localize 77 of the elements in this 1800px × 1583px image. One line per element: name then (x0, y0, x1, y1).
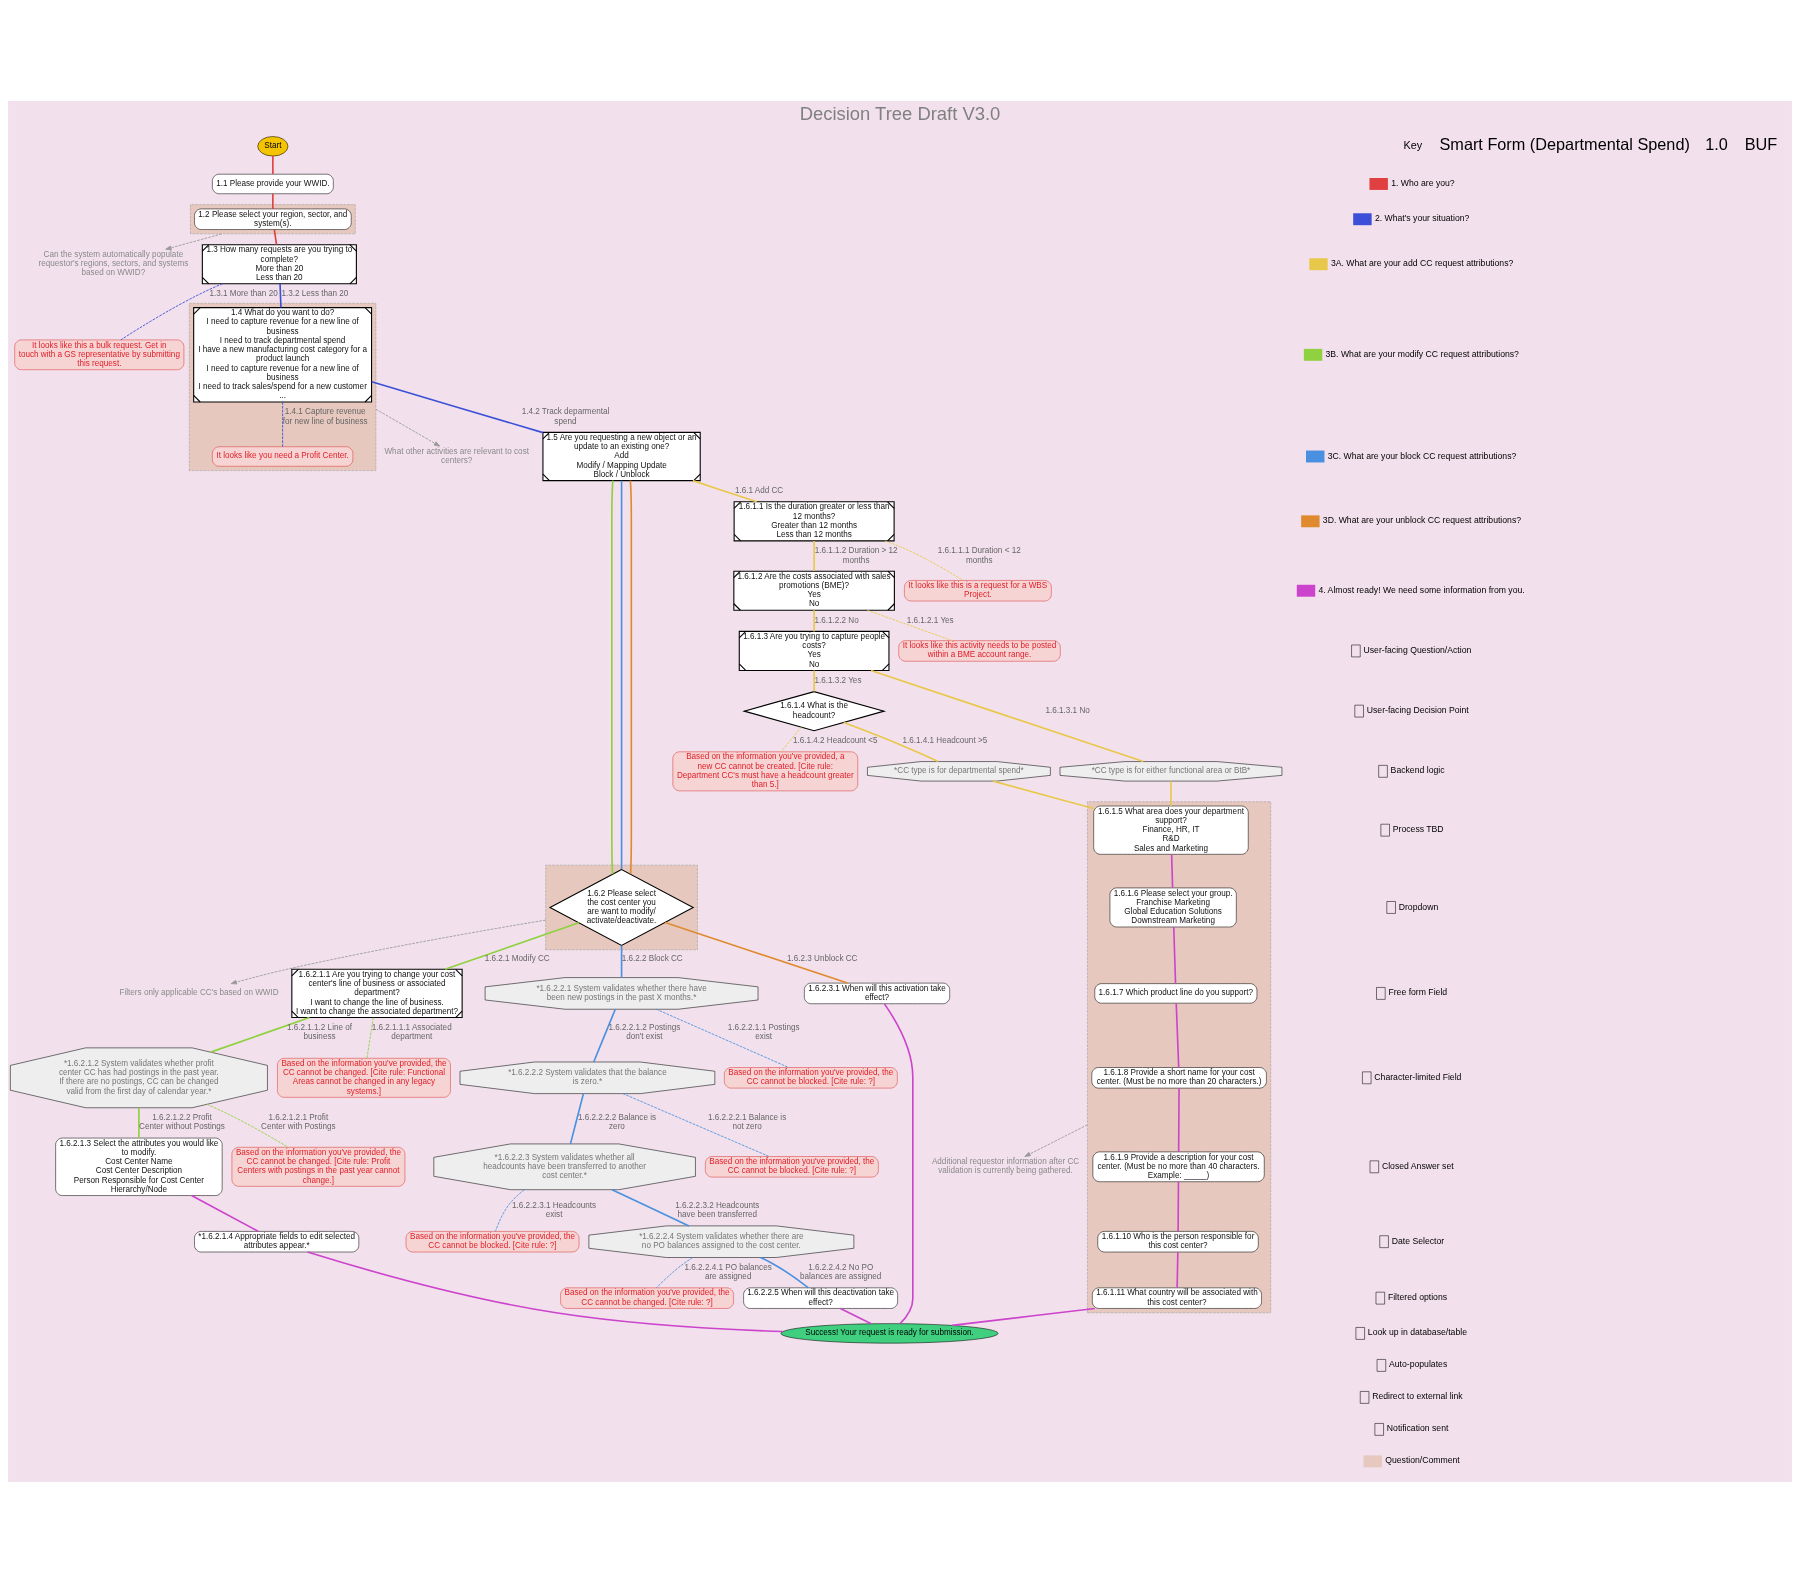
connector (620, 479, 623, 871)
connector (655, 1257, 694, 1289)
legend-label: User-facing Question/Action (1363, 644, 1472, 655)
legend-label: 3D. What are your unblock CC request attributions? (1322, 515, 1522, 526)
connector (759, 1256, 810, 1289)
connector (444, 922, 580, 971)
cluster (1087, 801, 1272, 1314)
connector (611, 1188, 690, 1227)
cluster (189, 303, 377, 471)
legend-label: Redirect to external link (1372, 1391, 1463, 1402)
legend-label: Dropdown (1398, 901, 1439, 912)
connector (209, 1016, 311, 1053)
connector (664, 921, 849, 984)
legend-label: Free form Field (1388, 987, 1448, 998)
connector (495, 1189, 525, 1232)
connector (839, 1307, 872, 1325)
legend-label: 2. What's your situation? (1374, 213, 1470, 224)
connector (1177, 1180, 1180, 1233)
connector (272, 193, 274, 210)
label: Key (1403, 139, 1423, 151)
connector (884, 540, 964, 581)
legend-label: Process TBD (1392, 824, 1444, 835)
connector (655, 1008, 789, 1068)
label: Smart Form (Departmental Spend) (1439, 135, 1690, 154)
connector (992, 780, 1095, 810)
arrow (230, 919, 547, 985)
connector (813, 669, 815, 693)
legend-label: Closed Answer set (1381, 1160, 1454, 1171)
label: BUF (1744, 135, 1778, 154)
connector (629, 479, 633, 875)
connector (1172, 926, 1177, 985)
connector (813, 540, 815, 572)
connector (206, 1103, 289, 1148)
connector (370, 380, 544, 434)
connector (883, 1003, 914, 1325)
connector (592, 1008, 617, 1063)
legend-label: User-facing Decision Point (1366, 705, 1469, 716)
connector (190, 1194, 260, 1233)
legend-label: Backend logic (1390, 765, 1445, 776)
legend-label: 4. Almost ready! We need some information from you. (1318, 584, 1525, 595)
connector (273, 228, 278, 246)
connector (951, 1307, 1096, 1327)
legend-label: Filtered options (1387, 1292, 1448, 1303)
connector (138, 1107, 140, 1139)
legend-label: Auto-populates (1388, 1359, 1448, 1370)
connector (780, 726, 802, 753)
arrow (1024, 1124, 1088, 1157)
legend-label: 3A. What are your add CC request attributions? (1330, 258, 1514, 269)
connector (692, 479, 758, 503)
legend-label: Look up in database/table (1367, 1327, 1467, 1338)
connector (272, 155, 274, 175)
legend-label: 3B. What are your modify CC request attributions? (1325, 348, 1519, 359)
connector (620, 944, 623, 979)
legend-label: Notification sent (1386, 1423, 1449, 1434)
connector (279, 283, 282, 309)
legend-label: 3C. What are your block CC request attributions? (1327, 450, 1517, 461)
legend-label: Date Selector (1391, 1235, 1445, 1246)
label: 1.0 (1705, 135, 1728, 154)
connector (282, 401, 284, 448)
legend-label: Question/Comment (1385, 1455, 1460, 1466)
legend-label: Character-limited Field (1374, 1071, 1462, 1082)
connector (1170, 853, 1174, 889)
connector (1176, 1251, 1179, 1289)
connector (569, 1092, 585, 1145)
connector (813, 609, 815, 633)
connector (611, 479, 614, 875)
connector (842, 721, 940, 763)
connector (1175, 1002, 1180, 1069)
connector (306, 1251, 784, 1333)
legend-label: 1. Who are you? (1391, 178, 1455, 189)
connector (870, 669, 1145, 763)
connector (366, 1017, 374, 1059)
arrow (375, 408, 441, 447)
connector (622, 1093, 770, 1157)
diagram-title: Decision Tree Draft V3.0 (799, 103, 1001, 125)
connector (1177, 1087, 1180, 1153)
connector (1170, 780, 1172, 807)
